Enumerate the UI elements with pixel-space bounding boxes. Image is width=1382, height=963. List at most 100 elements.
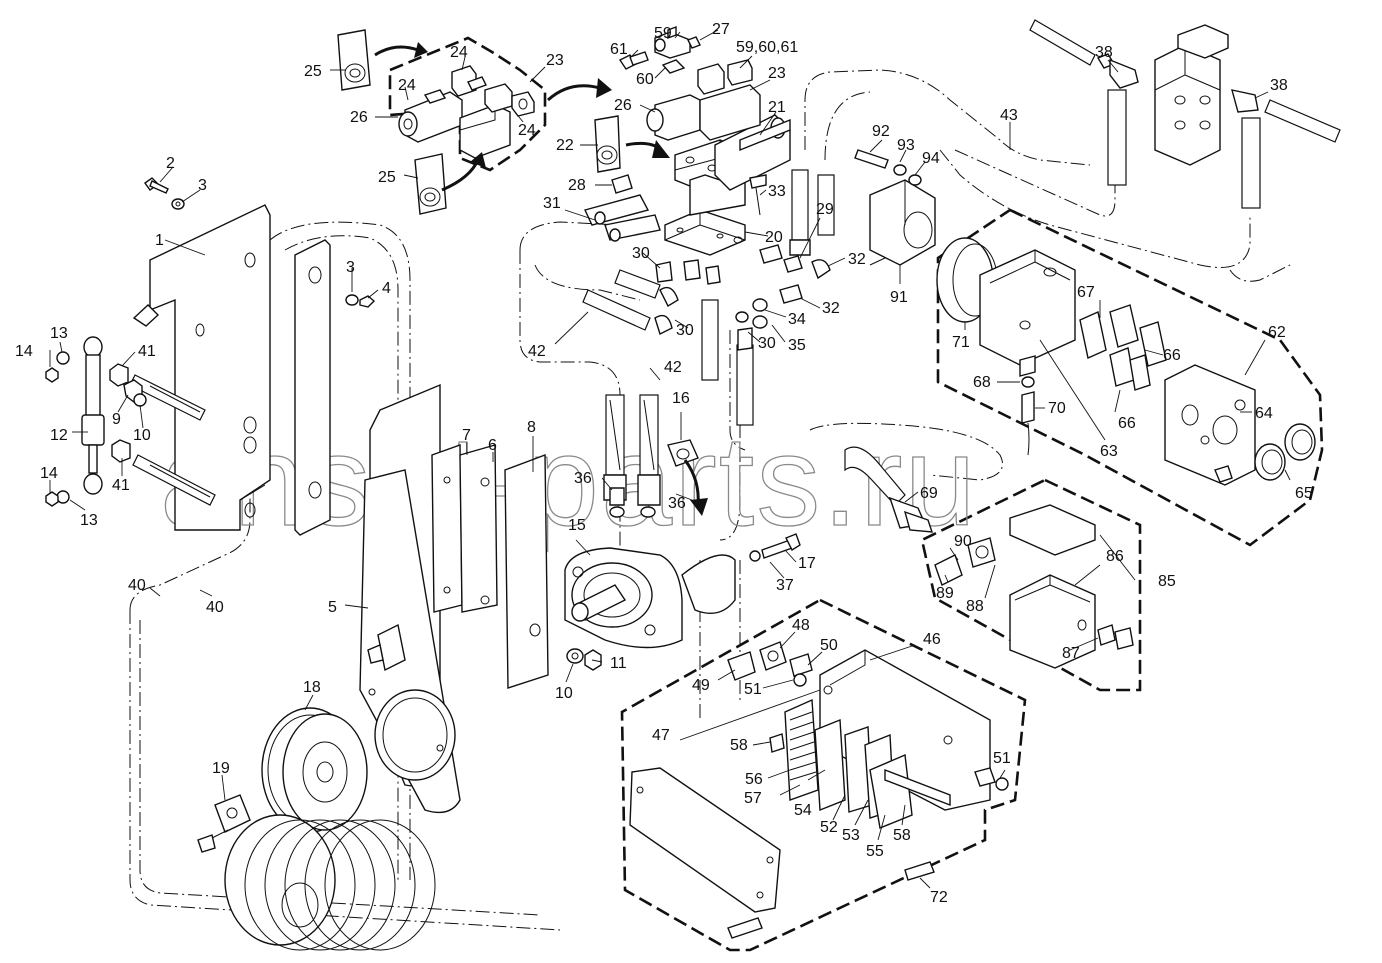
- callout-37: 37: [776, 577, 794, 594]
- callout-23: 23: [768, 65, 786, 82]
- callout-63: 63: [1100, 443, 1118, 460]
- plate-upper: [294, 239, 331, 536]
- callout-22: 22: [556, 137, 574, 154]
- callout-68: 68: [973, 374, 991, 391]
- callout-30: 30: [632, 245, 650, 262]
- callout-51: 51: [744, 681, 762, 698]
- washer-93: [893, 164, 907, 176]
- callout-17: 17: [798, 555, 816, 572]
- solenoid-24-right: [459, 83, 535, 159]
- callout-35: 35: [788, 337, 806, 354]
- cover-86: [1009, 504, 1096, 556]
- dash-dot-outlines: [129, 69, 1291, 931]
- callout-labels: 2 3 1 3 4 13 14 41 12 9 10 14 41 13 40 4…: [15, 21, 1313, 906]
- fitting-16: [667, 439, 699, 467]
- callout-5: 5: [328, 599, 337, 616]
- callout-38: 38: [1270, 77, 1288, 94]
- callout-16: 16: [672, 390, 690, 407]
- bag-25-lower: [414, 153, 447, 215]
- callout-3: 3: [346, 259, 355, 276]
- callout-32: 32: [848, 251, 866, 268]
- nut-14b: [45, 491, 59, 507]
- callout-14: 14: [40, 465, 58, 482]
- callout-9: 9: [112, 411, 121, 428]
- bolt-2: [144, 177, 169, 194]
- relays-52-55: [814, 718, 913, 829]
- gland-87: [1097, 624, 1134, 650]
- fittings-31: [584, 194, 661, 242]
- washer-37: [749, 550, 761, 562]
- callout-34: 34: [788, 311, 806, 328]
- callout-21: 21: [768, 99, 786, 116]
- callout-24: 24: [518, 122, 536, 139]
- callout-25: 25: [378, 169, 396, 186]
- bracket-91: [869, 179, 936, 266]
- callout-24: 24: [450, 44, 468, 61]
- bag-22: [594, 115, 621, 173]
- callout-55: 55: [866, 843, 884, 860]
- plate-8: [504, 453, 549, 689]
- fitting-36: [609, 487, 656, 518]
- callout-30: 30: [676, 322, 694, 339]
- callout-61: 61: [610, 41, 628, 58]
- callout-51: 51: [993, 750, 1011, 767]
- washer-13a: [56, 351, 70, 365]
- callout-85: 85: [1158, 573, 1176, 590]
- callout-49: 49: [692, 677, 710, 694]
- callout-26: 26: [350, 109, 368, 126]
- group-outlines: [388, 36, 1324, 952]
- gland-51: [974, 767, 1009, 791]
- callout-58: 58: [893, 827, 911, 844]
- lever-5: [359, 383, 461, 814]
- callout-13: 13: [80, 512, 98, 529]
- bolt-27: [687, 36, 701, 49]
- hose-41-upper: [109, 363, 206, 421]
- callout-38: 38: [1095, 44, 1113, 61]
- callout-7: 7: [462, 427, 471, 444]
- callout-92: 92: [872, 123, 890, 140]
- connectors-89-90: [934, 537, 996, 586]
- callout-19: 19: [212, 760, 230, 777]
- callout-72: 72: [930, 889, 948, 906]
- cable-69: [844, 446, 934, 533]
- callout-90: 90: [954, 533, 972, 550]
- bolt-lower: [727, 917, 763, 939]
- elbow-9-10: [123, 379, 147, 407]
- callout-1: 1: [155, 232, 164, 249]
- nut-4: [359, 295, 376, 308]
- plate-7: [431, 444, 463, 613]
- gland-68: [1019, 355, 1036, 388]
- callout-4: 4: [382, 280, 391, 297]
- callout-36: 36: [574, 470, 592, 487]
- connector-59: [654, 25, 691, 59]
- callout-23: 23: [546, 52, 564, 69]
- callout-65: 65: [1295, 485, 1313, 502]
- contactors-66-67: [1079, 304, 1167, 391]
- callout-6: 6: [488, 437, 497, 454]
- callout-59-60-61: 59,60,61: [736, 39, 798, 56]
- callout-93: 93: [897, 137, 915, 154]
- fittings-34-35: [735, 298, 768, 351]
- callout-53: 53: [842, 827, 860, 844]
- hoses-30: [582, 259, 754, 426]
- callout-86: 86: [1106, 548, 1124, 565]
- callout-60: 60: [636, 71, 654, 88]
- pulley-18: [261, 707, 368, 833]
- cylinder-12: [81, 304, 160, 495]
- callout-87: 87: [1062, 645, 1080, 662]
- nut-14a: [45, 367, 59, 383]
- callout-42: 42: [664, 359, 682, 376]
- group-62: [936, 208, 1324, 547]
- manifold-21: [714, 114, 791, 191]
- callout-43: 43: [1000, 107, 1018, 124]
- arrows: [374, 42, 708, 516]
- callout-40: 40: [206, 599, 224, 616]
- bag-25-upper: [337, 29, 371, 91]
- washer-3a: [171, 198, 185, 210]
- callout-64: 64: [1255, 405, 1273, 422]
- plate-6: [459, 444, 498, 613]
- callout-32: 32: [822, 300, 840, 317]
- callout-94: 94: [922, 150, 940, 167]
- cover-plate-47: [629, 767, 781, 913]
